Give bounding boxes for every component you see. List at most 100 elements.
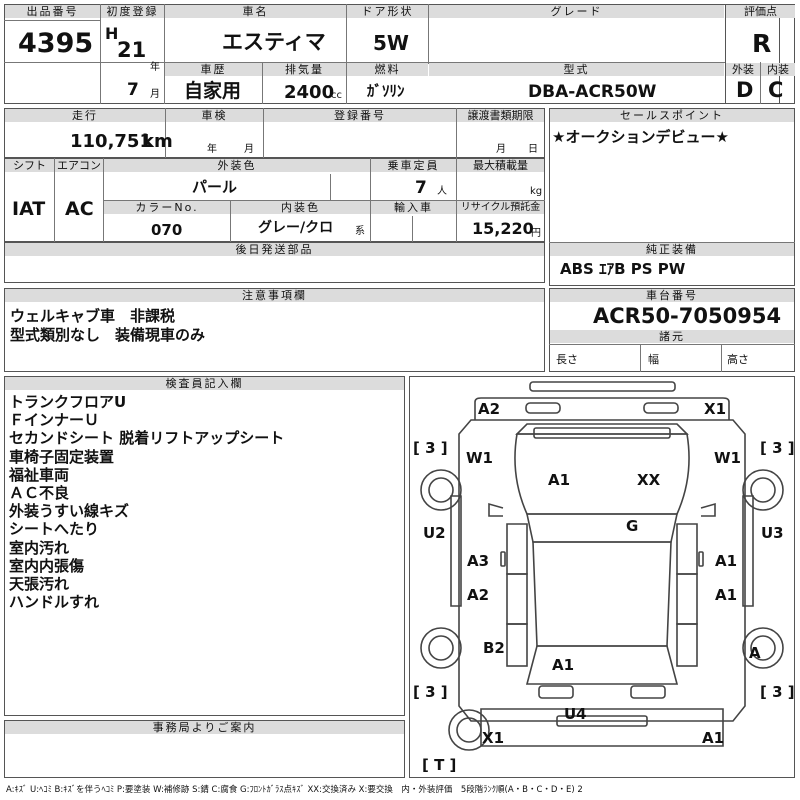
legend: A:ｷｽﾞ U:ﾍｺﾐ B:ｷｽﾞを伴うﾍｺﾐ P:要塗装 W:補修跡 S:錆 … bbox=[6, 785, 583, 795]
note-item: ＡＣ不良 bbox=[9, 484, 70, 503]
note-item: 天張汚れ bbox=[9, 575, 70, 594]
capacity: 7 bbox=[415, 178, 427, 198]
car-diagram-box bbox=[409, 376, 795, 778]
note-item: 福祉車両 bbox=[9, 465, 70, 484]
caution-line-2: 型式類別なし 装備現車のみ bbox=[10, 326, 206, 344]
mark-a1-right-door2: A1 bbox=[715, 586, 738, 604]
specs-label: 諸元 bbox=[550, 330, 794, 343]
ac: AC bbox=[65, 198, 94, 220]
note-item: ハンドルすれ bbox=[9, 593, 100, 612]
sales-point: ★オークションデビュー★ bbox=[552, 128, 729, 146]
color-no-label: カラーNo. bbox=[104, 201, 230, 214]
inspector-notes: トランクフロアU ＦインナーＵ セカンドシート 脱着リフトアップシート 車椅子固… bbox=[9, 393, 284, 611]
note-item: ＦインナーＵ bbox=[9, 411, 100, 430]
max-load-unit: kg bbox=[530, 186, 543, 197]
inspection-month-unit: 月 bbox=[244, 144, 254, 155]
mileage-box bbox=[4, 108, 545, 158]
equipment-label: 純正装備 bbox=[550, 243, 794, 256]
later-parts-label: 後日発送部品 bbox=[5, 243, 544, 256]
ext-grade: D bbox=[736, 78, 754, 102]
note-item: トランクフロアU bbox=[9, 393, 127, 411]
tire-right-top: [ 3 ] bbox=[760, 439, 795, 457]
recycle-fee: 15,220 bbox=[472, 219, 534, 238]
int-grade: C bbox=[768, 78, 784, 102]
int-color-label: 内装色 bbox=[231, 201, 370, 214]
mark-a-right: A bbox=[749, 644, 761, 662]
note-item: 室内汚れ bbox=[9, 538, 70, 557]
capacity-unit: 人 bbox=[437, 186, 447, 197]
transfer-day-unit: 日 bbox=[528, 144, 538, 155]
transfer-month-unit: 月 bbox=[496, 144, 506, 155]
chassis-box bbox=[549, 288, 795, 372]
mark-u3: U3 bbox=[761, 524, 784, 542]
transfer-label: 譲渡書類期限 bbox=[457, 109, 544, 122]
first-reg-label: 初度登録 bbox=[101, 5, 164, 18]
year-unit: 年 bbox=[150, 62, 160, 73]
int-color-unit: 系 bbox=[355, 226, 365, 237]
spec-length: 長さ bbox=[556, 353, 578, 366]
later-parts-box bbox=[4, 242, 545, 283]
tire-right-bottom: [ 3 ] bbox=[760, 683, 795, 701]
fuel: ｶﾞｿﾘﾝ bbox=[367, 82, 405, 100]
car-diagram bbox=[420, 381, 784, 751]
max-load-label: 最大積載量 bbox=[457, 159, 544, 172]
top-info-box bbox=[4, 4, 780, 104]
tire-left-top: [ 3 ] bbox=[413, 439, 448, 457]
recycle-label: リサイクル預託金 bbox=[457, 201, 544, 214]
model-label: 型式 bbox=[429, 63, 724, 76]
int-color: グレー/クロ bbox=[258, 220, 334, 236]
rating-label: 評価点 bbox=[726, 5, 795, 18]
note-item: セカンドシート 脱着リフトアップシート bbox=[9, 429, 285, 448]
inspector-label: 検査員記入欄 bbox=[5, 377, 404, 390]
shift-label: シフト bbox=[5, 159, 54, 172]
mark-u2: U2 bbox=[423, 524, 446, 542]
model-code: DBA-ACR50W bbox=[528, 82, 657, 102]
lot-label: 出品番号 bbox=[5, 5, 100, 18]
era: H bbox=[105, 24, 119, 43]
history: 自家用 bbox=[184, 80, 242, 102]
import-label: 輸入車 bbox=[371, 201, 456, 214]
displacement: 2400 bbox=[284, 82, 335, 103]
note-item: シートへたり bbox=[9, 520, 100, 539]
mark-w1-right: W1 bbox=[714, 449, 741, 467]
mark-a1-bottom: A1 bbox=[702, 729, 725, 747]
caution-box bbox=[4, 288, 545, 372]
month-unit: 月 bbox=[150, 89, 160, 100]
mileage-unit: km bbox=[142, 131, 173, 152]
spec-width: 幅 bbox=[648, 353, 659, 366]
car-name-label: 車名 bbox=[165, 5, 346, 18]
caution-line-1: ウェルキャブ車 非課税 bbox=[10, 307, 176, 325]
reg-year: 21 bbox=[117, 38, 147, 62]
shift: IAT bbox=[12, 198, 46, 220]
mark-a1-hood: A1 bbox=[548, 471, 571, 489]
ext-grade-label: 外装 bbox=[726, 63, 760, 76]
grade-label: グレード bbox=[429, 5, 724, 18]
mark-a2-left-door2: A2 bbox=[467, 586, 490, 604]
mark-a1-right-door1: A1 bbox=[715, 552, 738, 570]
caution-label: 注意事項欄 bbox=[5, 289, 544, 302]
office-label: 事務局よりご案内 bbox=[5, 721, 404, 734]
lot-number: 4395 bbox=[18, 28, 94, 59]
sales-point-label: セールスポイント bbox=[550, 109, 794, 122]
tire-left-bottom: [ 3 ] bbox=[413, 683, 448, 701]
car-name: エスティマ bbox=[222, 30, 326, 54]
chassis-number: ACR50-7050954 bbox=[593, 304, 782, 328]
ac-label: エアコン bbox=[55, 159, 103, 172]
reg-month: 7 bbox=[127, 80, 139, 100]
displacement-unit: cc bbox=[331, 90, 342, 101]
office-box bbox=[4, 720, 405, 778]
displacement-label: 排気量 bbox=[263, 63, 346, 76]
mark-x1-bottom: X1 bbox=[482, 729, 505, 747]
capacity-label: 乗車定員 bbox=[371, 159, 456, 172]
mark-w1-left: W1 bbox=[466, 449, 493, 467]
reg-no-label: 登録番号 bbox=[264, 109, 456, 122]
color-no: 070 bbox=[151, 221, 183, 239]
note-item: 室内内張傷 bbox=[9, 556, 85, 575]
tire-spare: [ T ] bbox=[422, 756, 457, 774]
inspection-year-unit: 年 bbox=[207, 144, 217, 155]
sales-point-box bbox=[549, 108, 795, 286]
inspector-box bbox=[4, 376, 405, 716]
mark-a3-left: A3 bbox=[467, 552, 490, 570]
note-item: 外装うすい線キズ bbox=[9, 502, 130, 521]
int-grade-label: 内装 bbox=[761, 63, 795, 76]
